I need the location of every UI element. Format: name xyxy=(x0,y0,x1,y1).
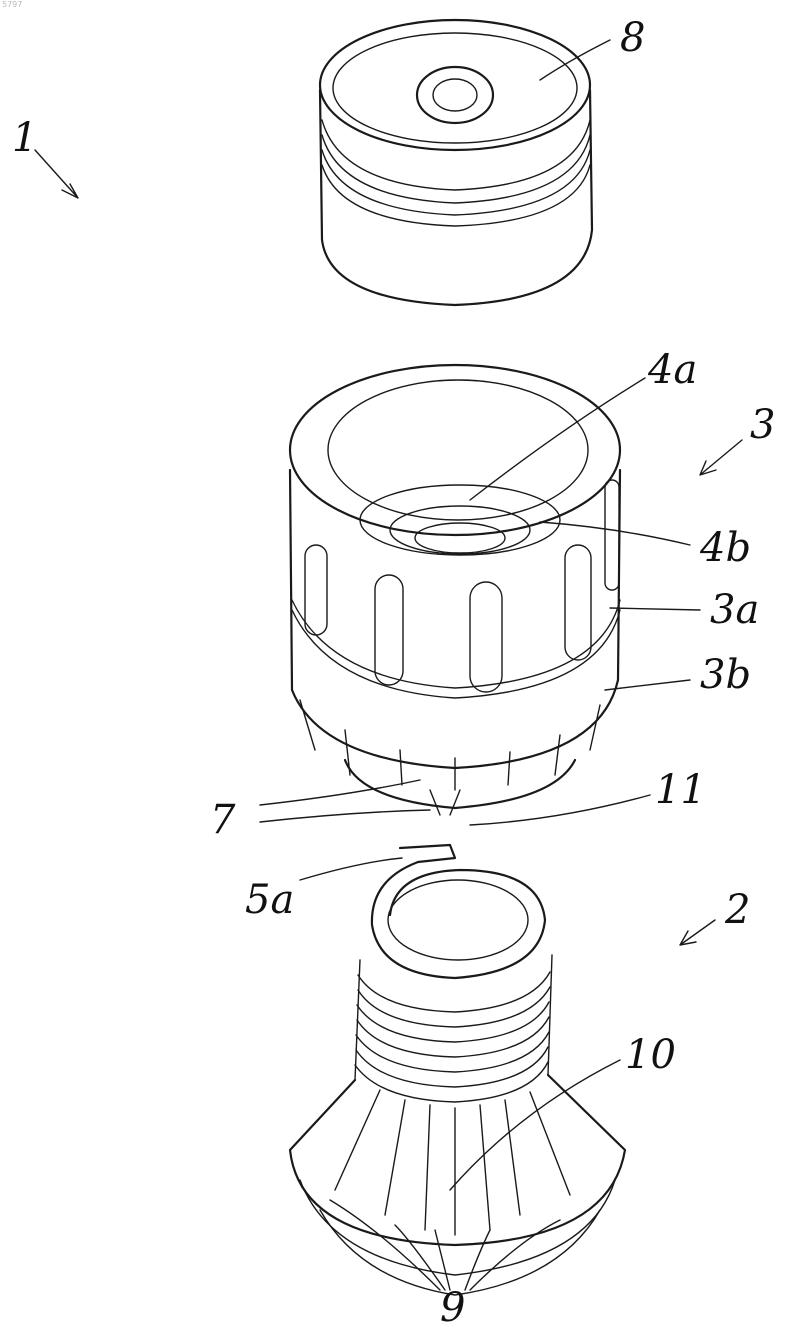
label-rib: 10 xyxy=(625,1035,676,1075)
label-nut-collar: 3b xyxy=(700,655,751,695)
label-assembly: 1 xyxy=(12,118,37,158)
label-tab: 11 xyxy=(655,770,706,810)
label-nut-knurl: 3a xyxy=(710,590,759,630)
label-cap: 8 xyxy=(620,18,645,58)
cap-part xyxy=(320,20,592,305)
label-feet: 9 xyxy=(440,1288,465,1328)
label-notch-a: 4a xyxy=(648,350,697,390)
leader-lines xyxy=(35,40,742,1290)
label-spring-end: 5a xyxy=(245,880,294,920)
label-notch-b: 4b xyxy=(700,528,751,568)
label-nut: 3 xyxy=(750,405,775,445)
label-base: 2 xyxy=(725,890,750,930)
base-part xyxy=(290,845,625,1295)
label-slot: 7 xyxy=(210,800,235,840)
nut-part xyxy=(290,365,620,815)
